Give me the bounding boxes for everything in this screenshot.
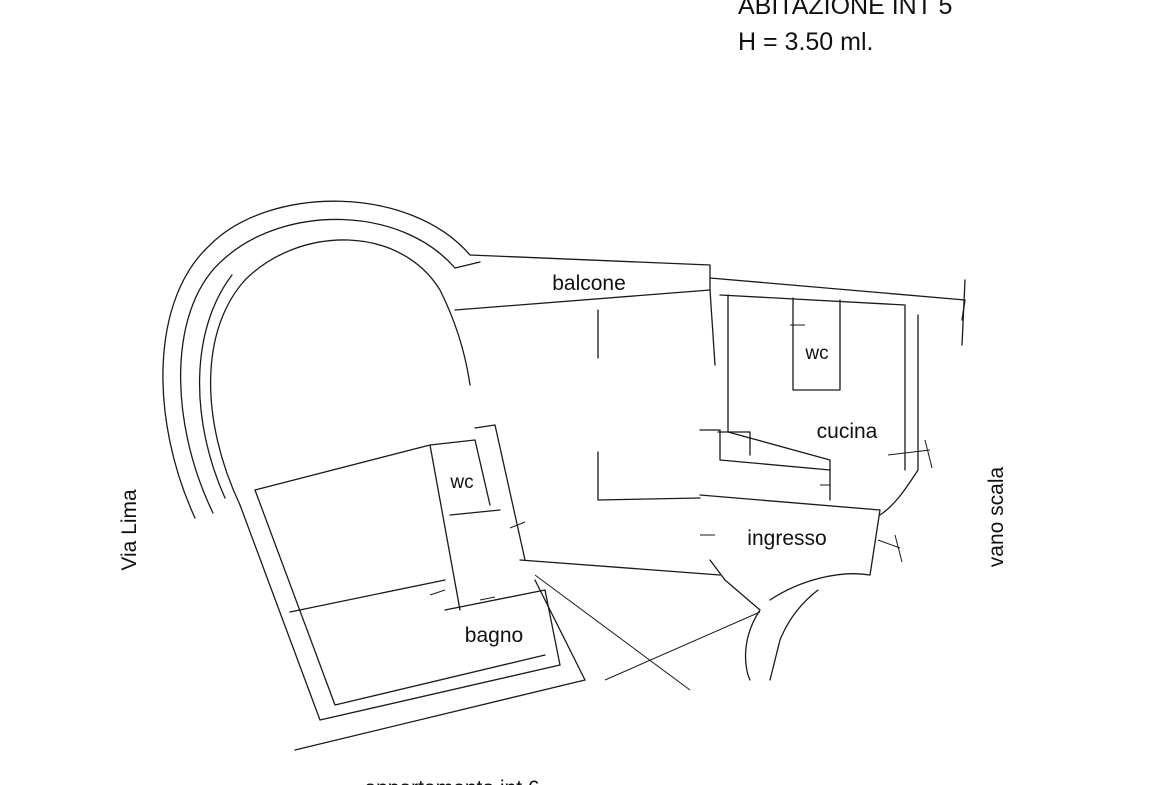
- door-swing-east-1: [887, 439, 933, 469]
- stair-arc-curve: [769, 589, 819, 681]
- east-wall: [879, 314, 919, 516]
- door-ticks-west: [429, 521, 526, 601]
- kitchen-niche: [717, 431, 751, 456]
- balcony-joint: [454, 261, 481, 269]
- east-wall-stub: [961, 279, 966, 346]
- room-label-balcone: balcone: [552, 272, 626, 295]
- room-label-cucina: cucina: [817, 420, 878, 443]
- door-ticks: [700, 324, 830, 536]
- wc-top-walls: [792, 297, 841, 391]
- north-east-wall: [709, 277, 966, 321]
- outer-walls: [162, 200, 966, 751]
- corridor-wall: [474, 424, 526, 561]
- stair-arc-inner: [744, 609, 761, 681]
- balcony-outer-arc: [162, 200, 471, 519]
- living-room-arc-outer: [198, 274, 233, 499]
- wc-left-walls: [429, 439, 491, 506]
- bedroom-partition: [254, 444, 461, 611]
- ceiling-height-note: H = 3.50 ml.: [738, 28, 874, 56]
- bagno-walls: [444, 589, 561, 666]
- ingresso-walls: [699, 494, 881, 576]
- plan-title: ABITAZIONE INT 5: [738, 0, 953, 20]
- room-label-wc-left: wc: [449, 472, 473, 493]
- kitchen-south-wall: [699, 429, 831, 471]
- void-cross-2: [604, 611, 761, 681]
- room-label-wc-top: wc: [804, 343, 828, 364]
- stair-arc-outer: [769, 573, 871, 601]
- west-wing-outer: [239, 504, 561, 721]
- street-label-via-lima: Via Lima: [118, 489, 141, 571]
- bedroom-divider: [289, 579, 446, 613]
- balcony-inner-arc: [180, 218, 456, 514]
- living-east-top: [709, 289, 716, 366]
- street-label-vano-scala: vano scala: [985, 466, 1008, 567]
- ingresso-door: [709, 559, 761, 611]
- living-south-wall: [519, 559, 721, 576]
- wc-left-south: [449, 509, 501, 516]
- door-swing-east-2: [877, 534, 903, 563]
- neighbor-apartment-label: appartamento int 6: [364, 777, 539, 785]
- living-stub-bottom: [597, 451, 701, 501]
- south-boundary: [294, 679, 586, 751]
- kitchen-west-wall: [727, 294, 831, 501]
- void-cross-1: [534, 574, 691, 691]
- kitchen-north-wall: [719, 294, 906, 471]
- living-room-arc: [209, 239, 471, 506]
- room-label-ingresso: ingresso: [747, 527, 826, 550]
- west-wing-inner: [254, 489, 546, 706]
- room-label-bagno: bagno: [465, 624, 523, 647]
- south-east-corner: [534, 579, 586, 681]
